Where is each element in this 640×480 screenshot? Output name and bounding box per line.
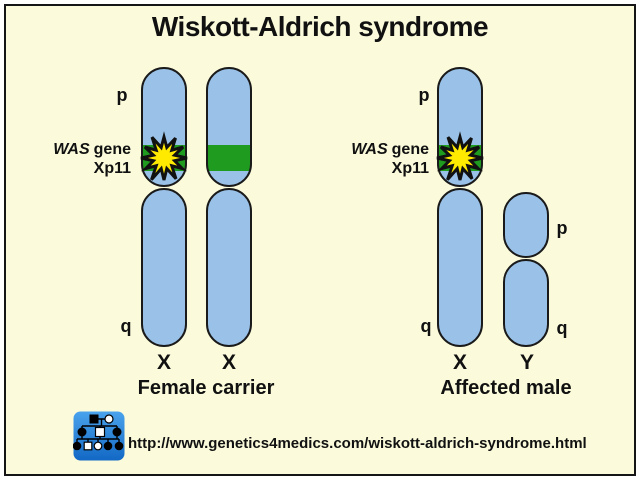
q-arm-label-right-x: q: [420, 316, 432, 336]
q-arm-label-y: q: [556, 318, 568, 338]
locus-label: Xp11: [93, 160, 131, 177]
p-arm-label-left: p: [116, 85, 128, 105]
was-gene-band: [207, 145, 251, 171]
left-group-caption: Female carrier: [137, 377, 275, 399]
was-gene-name: WAS: [351, 141, 388, 158]
chromosome-letter-right-y: Y: [519, 351, 534, 374]
right-x-chromosome: [436, 67, 484, 347]
chromosome-letter-left-x1: X: [156, 351, 171, 374]
y-chromosome: [503, 192, 549, 347]
pedigree-chart-icon: [73, 411, 125, 461]
p-arm-label-right-x: p: [418, 85, 430, 105]
diagram-title: Wiskott-Aldrich syndrome: [151, 11, 489, 42]
mutation-burst-icon: [436, 131, 484, 181]
chromosome-letter-right-x: X: [452, 351, 467, 374]
left-x-chromosome-2: [206, 67, 252, 347]
locus-label: Xp11: [391, 160, 429, 177]
q-arm-label-left: q: [120, 316, 132, 336]
left-x-chromosome-1: [140, 67, 188, 347]
was-gene-name: WAS: [53, 141, 90, 158]
source-url: http://www.genetics4medics.com/wiskott-a…: [128, 435, 587, 452]
right-group-caption: Affected male: [440, 377, 572, 399]
p-arm-label-y: p: [556, 218, 568, 238]
chromosome-letter-left-x2: X: [221, 351, 236, 374]
mutation-burst-icon: [140, 131, 188, 181]
